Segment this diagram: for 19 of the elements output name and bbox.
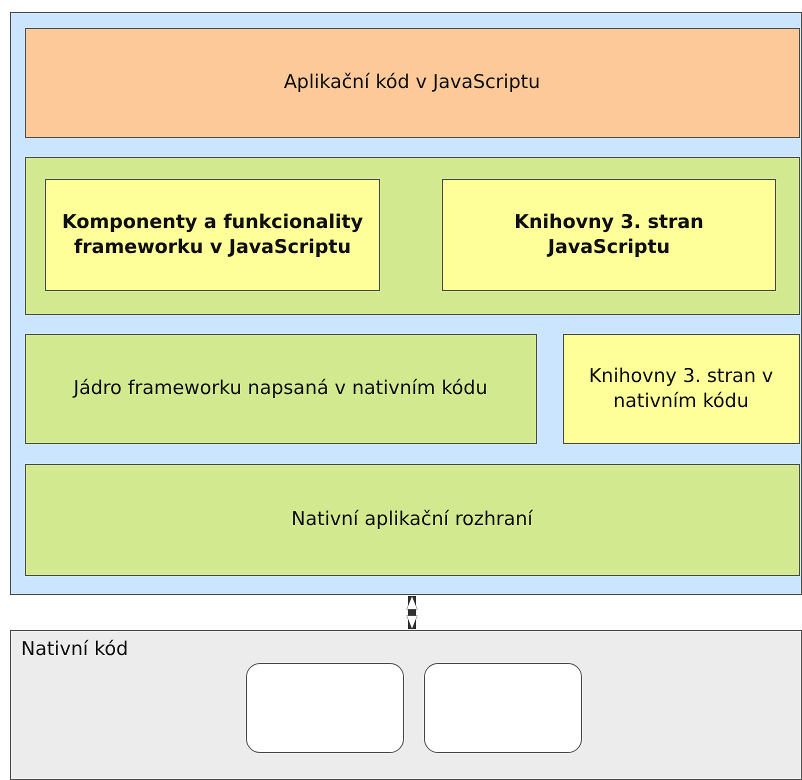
layer-label: Komponenty a funkcionality frameworku v JavaScriptu	[61, 210, 364, 260]
layer-label: Nativní kód	[20, 637, 130, 662]
layer-label: Knihovny 3. stran v nativním kódu	[588, 364, 774, 414]
layer-label: Jádro frameworku napsaná v nativním kódu	[72, 376, 489, 401]
platform-box	[424, 662, 582, 752]
layer-box	[24, 334, 536, 444]
stack-panel	[10, 12, 802, 595]
component-box	[562, 334, 800, 444]
platform-panel	[10, 630, 802, 780]
component-box	[442, 179, 776, 291]
layer-label: Aplikační kód v JavaScriptu	[282, 70, 542, 95]
layer-label: Knihovny 3. stran JavaScriptu	[513, 210, 705, 260]
layer-panel	[24, 156, 800, 314]
layer-label: Nativní aplikační rozhraní	[290, 507, 534, 532]
component-box	[45, 179, 380, 291]
layer-box	[24, 28, 800, 138]
platform-box	[246, 662, 404, 752]
double-arrow	[406, 596, 418, 630]
layer-box	[24, 464, 800, 576]
